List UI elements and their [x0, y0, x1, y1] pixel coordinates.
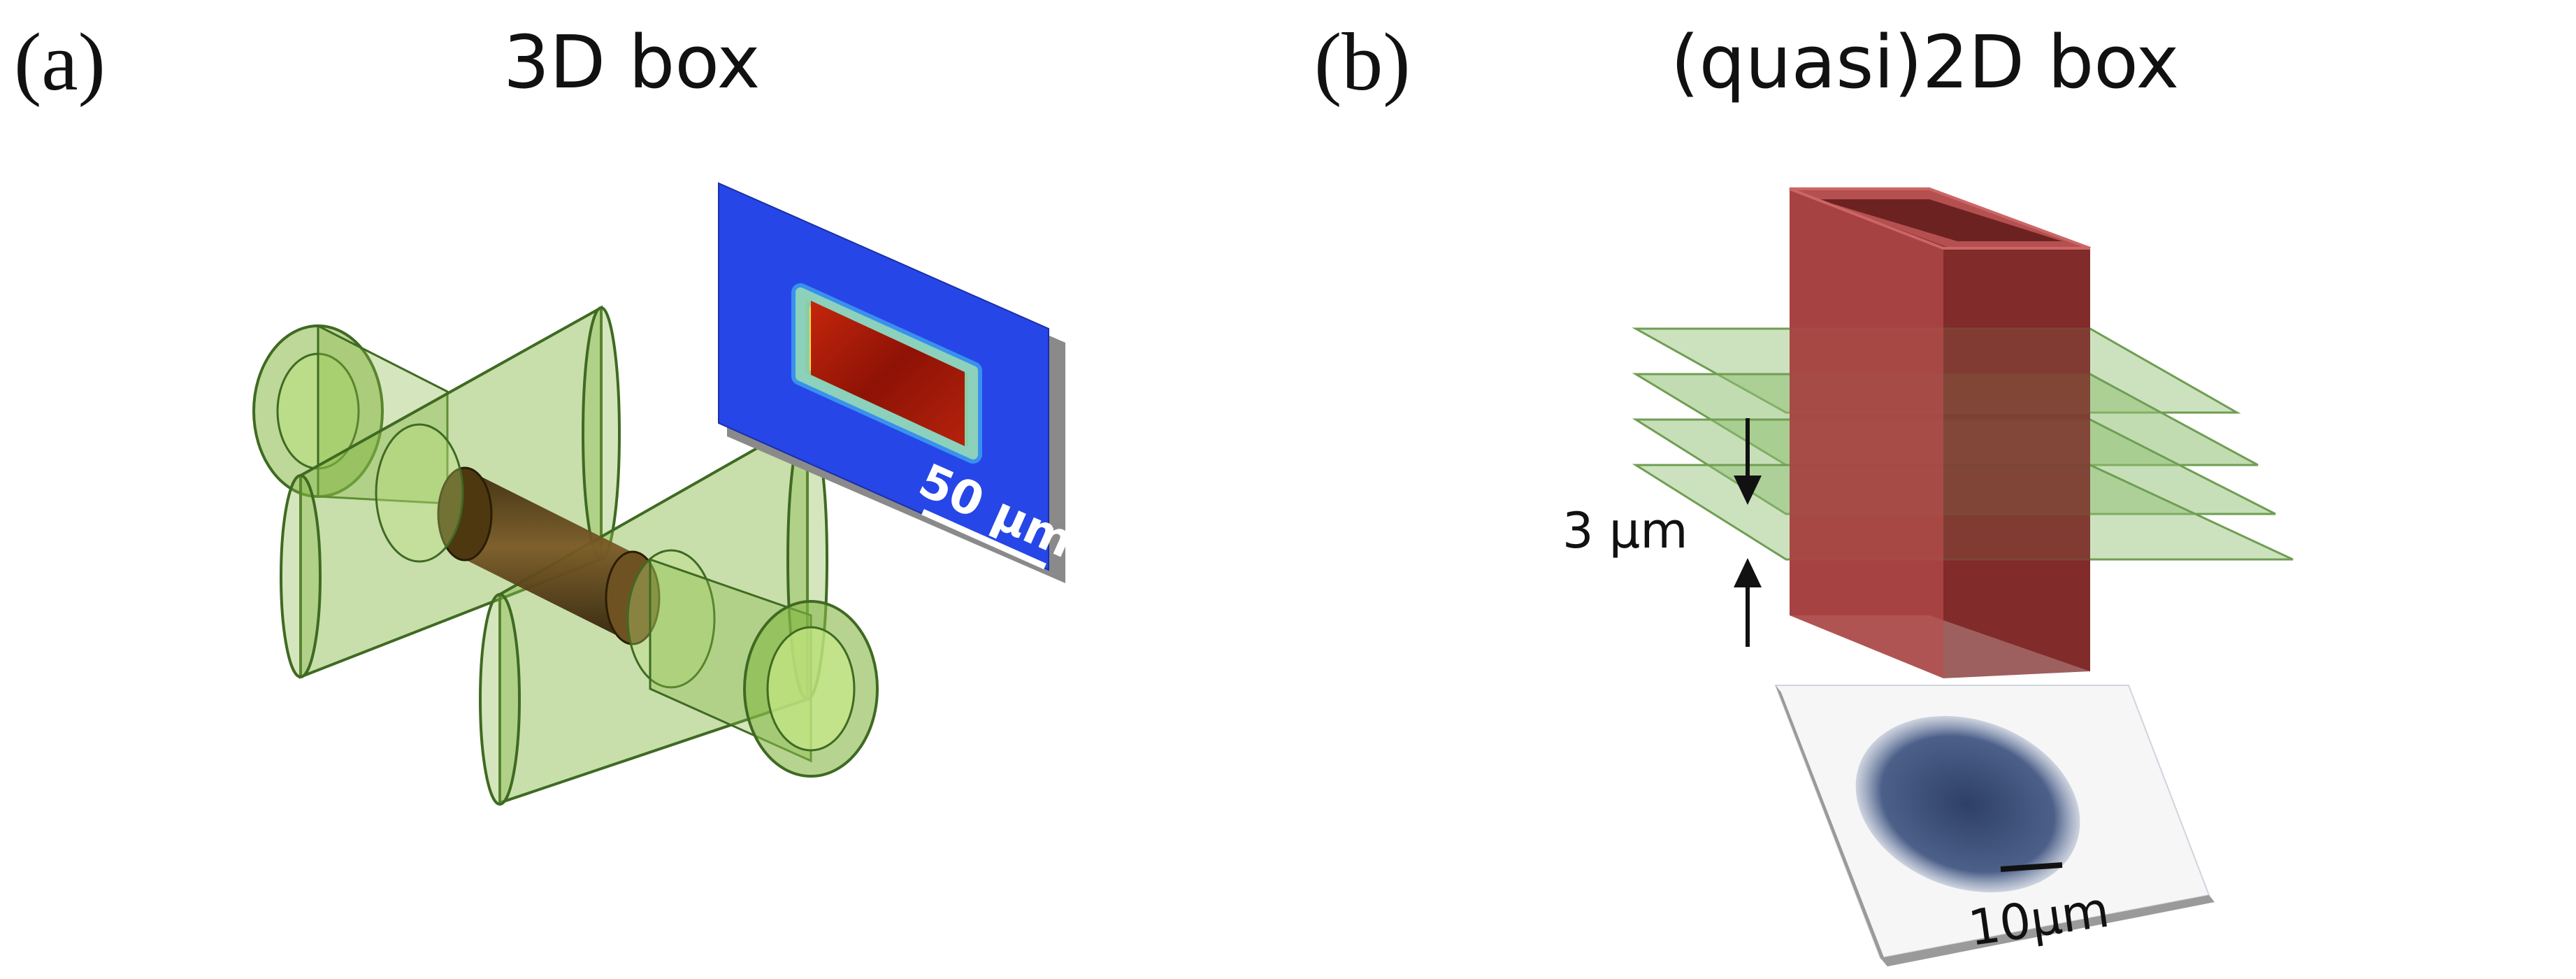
lower-beam-tube	[649, 557, 879, 778]
box-density-image: 50 µm	[718, 182, 1081, 583]
panel-a-letter: (a)	[14, 16, 106, 108]
panel-b-title: (quasi)2D box	[1671, 20, 2179, 105]
scale-bar-50um	[921, 508, 1046, 570]
upper-beam-tube	[252, 324, 449, 505]
thickness-indicator: 3 µm	[1562, 418, 1762, 647]
panel-b-letter: (b)	[1314, 16, 1411, 108]
thickness-label: 3 µm	[1562, 502, 1688, 559]
scale-bar-10um	[2000, 862, 2063, 872]
atom-cloud-cylinder	[375, 423, 716, 689]
panel-a: (a) 3D box	[14, 16, 1081, 806]
panel-a-title: 3D box	[503, 20, 760, 105]
box-potential-front	[1789, 187, 2091, 678]
panel-b: (b) (quasi)2D box 3 µm	[1314, 16, 2294, 966]
absorption-image: 10µm	[1774, 685, 2215, 966]
